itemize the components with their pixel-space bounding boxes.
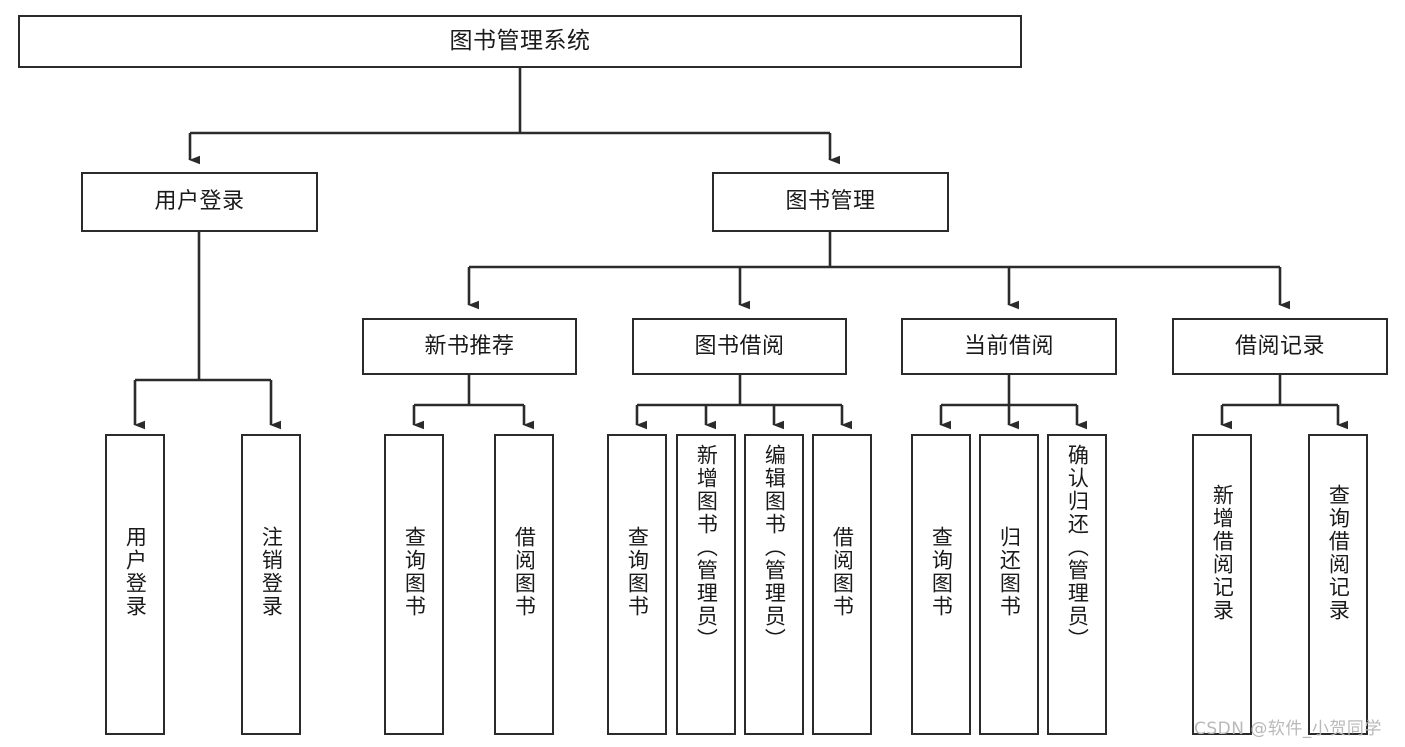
- node-borrow-record[interactable]: 借阅记录: [1172, 318, 1388, 375]
- leaf-logout-login[interactable]: 注销登录: [241, 434, 301, 735]
- node-label: 新增图书（管理员）: [694, 444, 719, 651]
- node-label: 新增借阅记录: [1210, 484, 1235, 622]
- leaf-query-book-3[interactable]: 查询图书: [911, 434, 971, 735]
- node-label: 查询图书: [625, 526, 650, 618]
- node-book-manage[interactable]: 图书管理: [712, 172, 949, 232]
- node-book-borrow[interactable]: 图书借阅: [632, 318, 847, 375]
- leaf-borrow-book-1[interactable]: 借阅图书: [494, 434, 554, 735]
- node-label: 借阅图书: [512, 526, 537, 618]
- leaf-edit-book[interactable]: 编辑图书（管理员）: [744, 434, 804, 735]
- node-label: 查询借阅记录: [1326, 484, 1351, 622]
- node-label: 借阅图书: [830, 526, 855, 618]
- leaf-user-login[interactable]: 用户登录: [105, 434, 165, 735]
- node-label: 查询图书: [402, 526, 427, 618]
- leaf-query-record[interactable]: 查询借阅记录: [1308, 434, 1368, 735]
- node-label: 查询图书: [929, 526, 954, 618]
- leaf-add-book[interactable]: 新增图书（管理员）: [676, 434, 736, 735]
- leaf-add-record[interactable]: 新增借阅记录: [1192, 434, 1252, 735]
- node-label: 归还图书: [997, 526, 1022, 618]
- node-label: 图书管理系统: [449, 27, 591, 54]
- node-label: 图书管理: [785, 189, 876, 215]
- node-label: 编辑图书（管理员）: [762, 444, 787, 651]
- node-label: 注销登录: [259, 526, 284, 618]
- node-user-login[interactable]: 用户登录: [81, 172, 318, 232]
- leaf-query-book-1[interactable]: 查询图书: [384, 434, 444, 735]
- node-label: 用户登录: [123, 526, 148, 618]
- node-label: 图书借阅: [694, 333, 785, 359]
- node-label: 确认归还（管理员）: [1065, 444, 1090, 651]
- node-current-borrow[interactable]: 当前借阅: [901, 318, 1117, 375]
- node-root-system[interactable]: 图书管理系统: [18, 15, 1022, 68]
- leaf-confirm-return[interactable]: 确认归还（管理员）: [1047, 434, 1107, 735]
- leaf-query-book-2[interactable]: 查询图书: [607, 434, 667, 735]
- leaf-return-book[interactable]: 归还图书: [979, 434, 1039, 735]
- node-new-book-recommend[interactable]: 新书推荐: [362, 318, 577, 375]
- node-label: 借阅记录: [1234, 333, 1325, 359]
- csdn-watermark: CSDN @软件_小贺同学: [1194, 719, 1382, 739]
- node-label: 用户登录: [154, 189, 245, 215]
- leaf-borrow-book-2[interactable]: 借阅图书: [812, 434, 872, 735]
- node-label: 当前借阅: [963, 333, 1054, 359]
- node-label: 新书推荐: [424, 333, 515, 359]
